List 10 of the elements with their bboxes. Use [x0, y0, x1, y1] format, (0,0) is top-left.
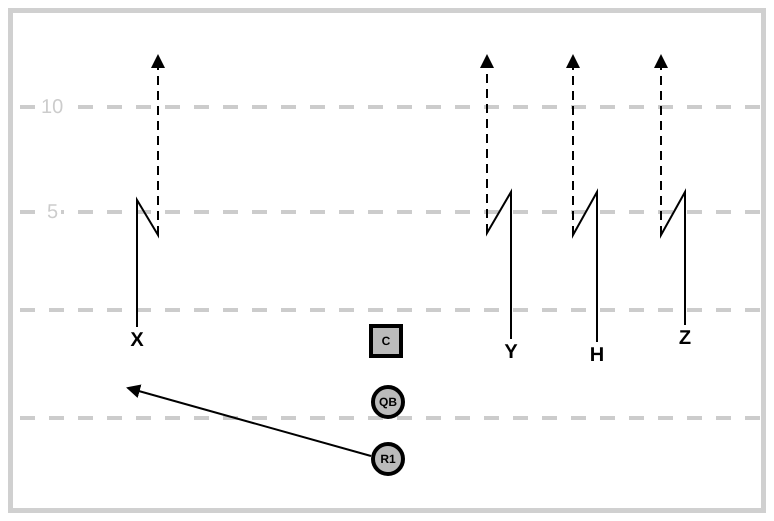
center-square: C	[369, 324, 403, 358]
route-arrow	[566, 54, 598, 342]
player-label: X	[128, 329, 146, 351]
route-arrow	[654, 54, 686, 325]
player-label: Y	[502, 341, 520, 363]
player-label: Z	[676, 327, 694, 349]
route-arrow	[136, 54, 165, 327]
route-arrow	[480, 54, 512, 339]
motion-arrow	[126, 384, 372, 457]
player-label: H	[588, 344, 606, 366]
